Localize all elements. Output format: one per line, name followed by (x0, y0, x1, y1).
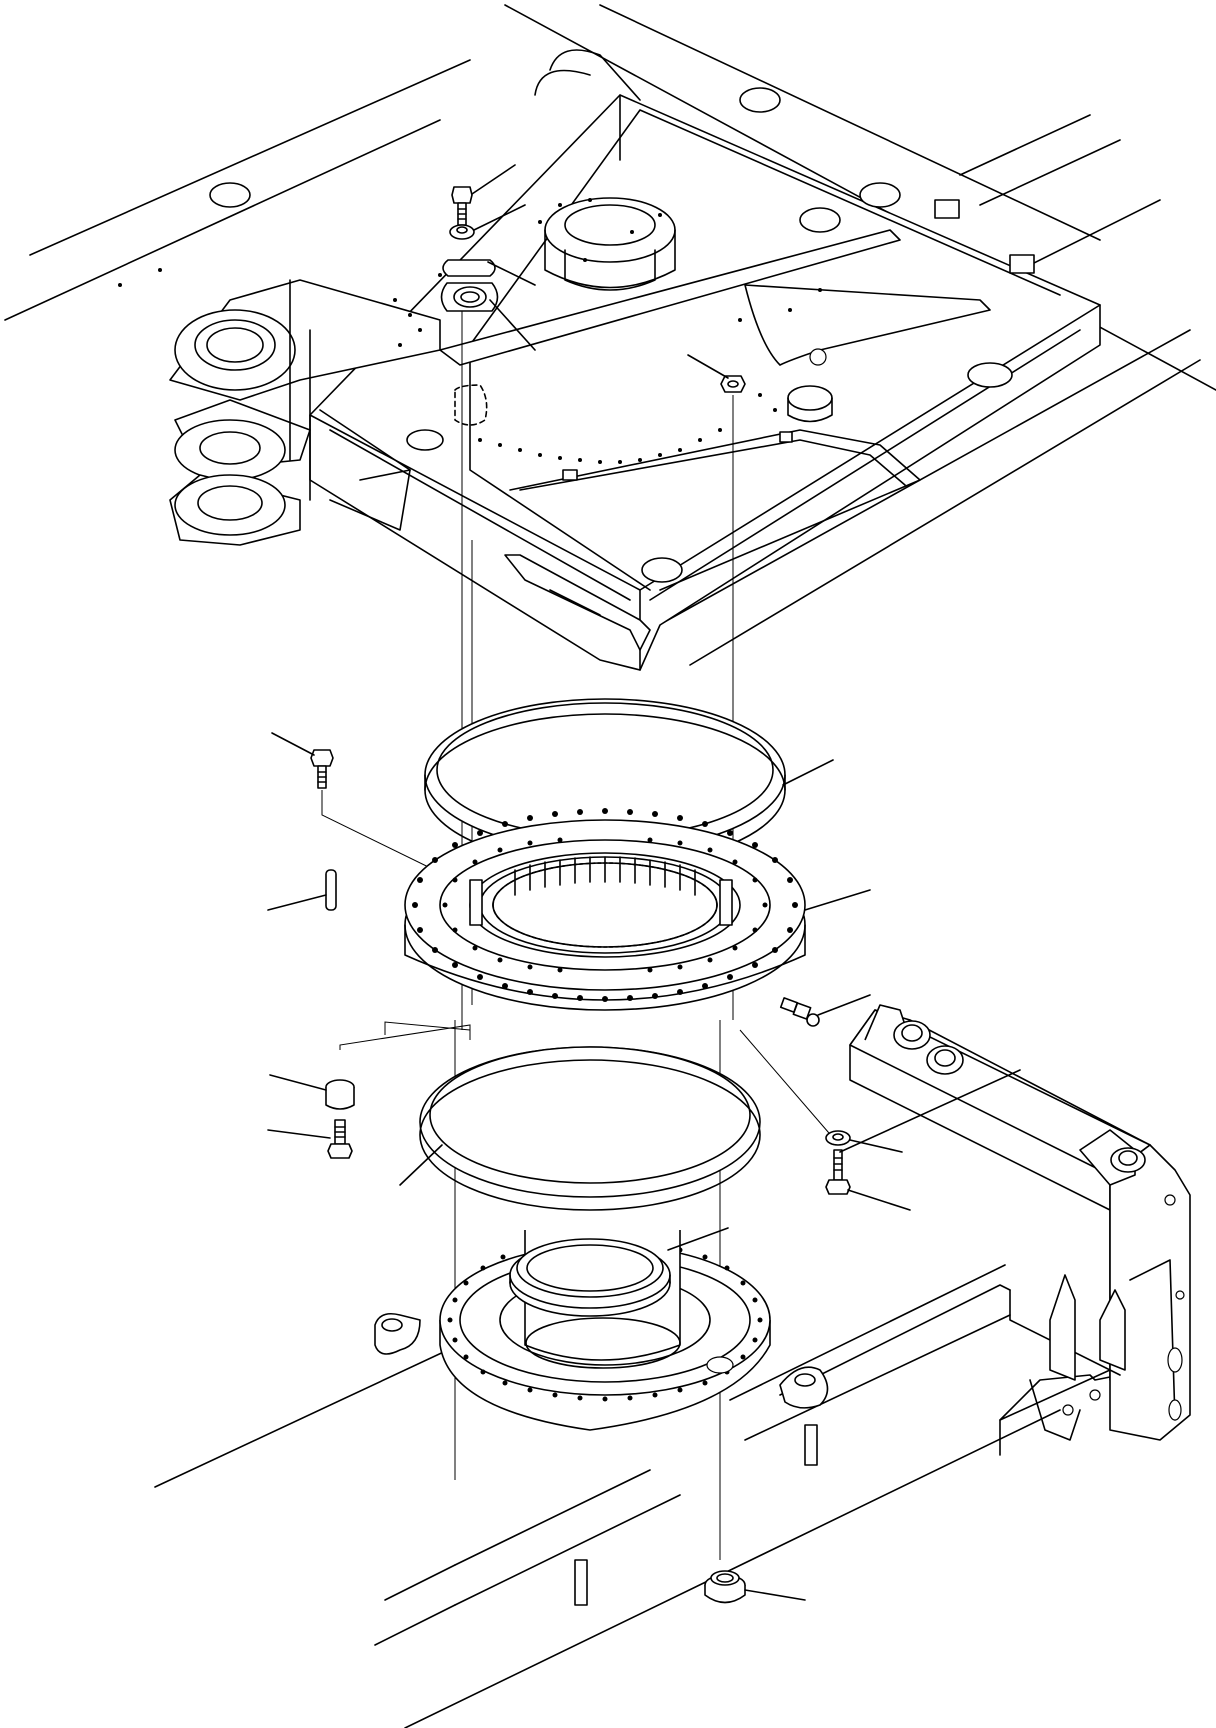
hex-nut-frame (721, 376, 745, 392)
spacer-left (326, 1080, 354, 1109)
bottom-plug (705, 1571, 745, 1603)
leader-plate-top (488, 262, 535, 285)
leader-bolt-lower-left (268, 1130, 330, 1138)
boom-foot-bracket (170, 280, 440, 545)
seal-ring-upper (425, 699, 785, 866)
leader-seal-ring-upper (783, 760, 833, 785)
grease-fitting (781, 998, 819, 1026)
leader-grease-fitting (818, 995, 870, 1015)
swing-circle-bolt-holes (412, 808, 798, 1002)
leader-dowel-pin (268, 895, 326, 910)
dowel-pin (326, 870, 336, 910)
leader-center-seal (668, 1228, 728, 1250)
frame-rivet-holes (118, 198, 822, 464)
leader-bolt-top (472, 165, 515, 194)
center-seal (510, 1239, 670, 1316)
hex-bolt-top (452, 187, 472, 225)
cover-hardware-group (442, 187, 746, 425)
bolt-left (311, 750, 333, 788)
washer-top (450, 225, 474, 239)
swing-circle-bearing (405, 808, 805, 1010)
leader-seal-ring-lower (400, 1145, 442, 1185)
leader-bolt-right (848, 1190, 910, 1210)
bolt-lower-left (328, 1120, 352, 1158)
cover-flange (442, 283, 498, 311)
leader-washer-top (474, 205, 525, 230)
callout-leaders (268, 165, 910, 1600)
upper-revolving-frame (5, 5, 1216, 670)
leader-bolt-left (272, 733, 314, 755)
gasket-plate (443, 260, 495, 276)
bolt-right (826, 1150, 850, 1194)
seal-ring-lower (420, 1047, 760, 1210)
leader-nut-frame (688, 355, 728, 378)
leader-bottom-plug (745, 1590, 805, 1600)
washer-right (826, 1131, 850, 1145)
leader-swing-circle (805, 890, 870, 910)
leader-cover-flange (490, 300, 535, 350)
leader-spacer-left (270, 1075, 326, 1090)
leader-washer-right (850, 1140, 902, 1152)
lower-track-frame (155, 1005, 1190, 1728)
